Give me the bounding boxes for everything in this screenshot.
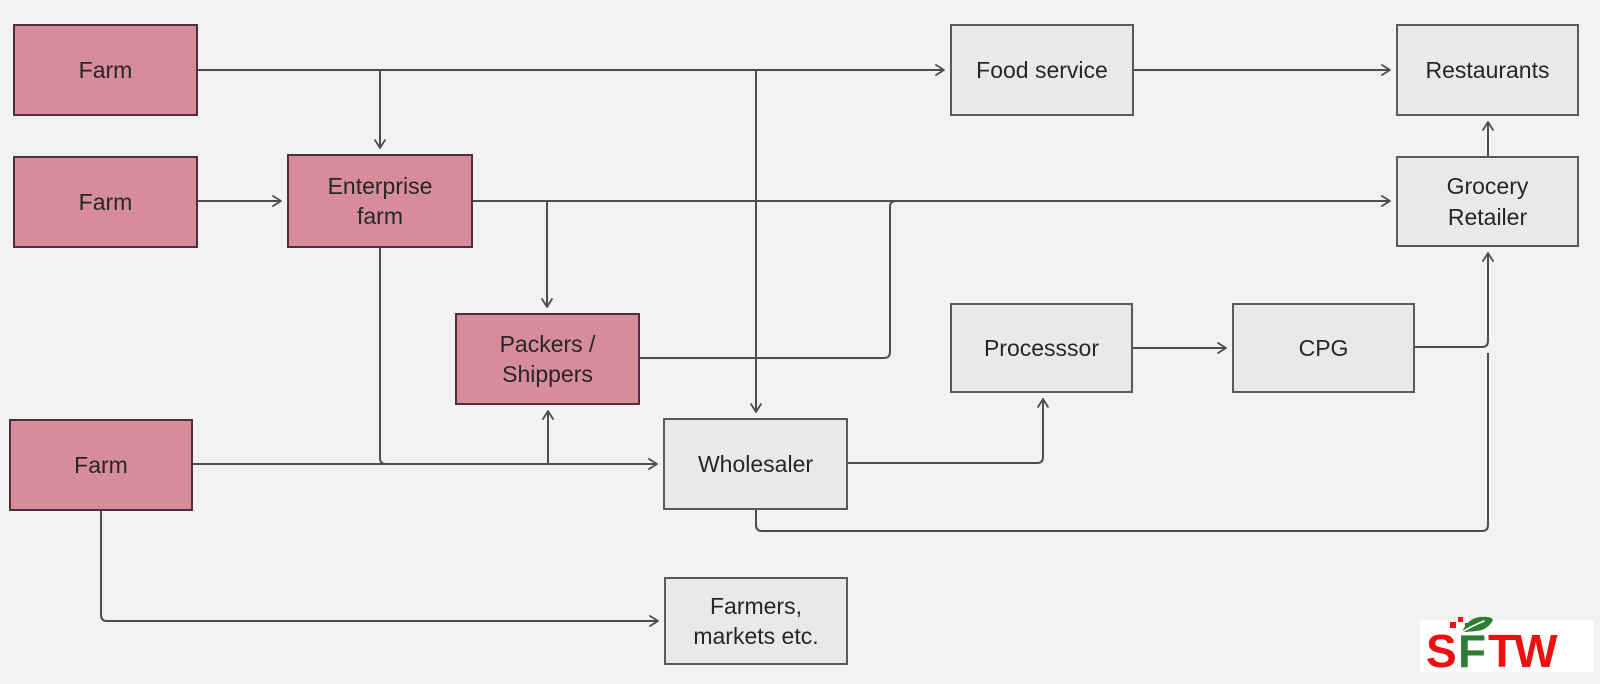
cpg-node: CPG xyxy=(1232,303,1415,393)
enterprise-farm-node: Enterprise farm xyxy=(287,154,473,248)
edge-packers-grocery-merge xyxy=(640,200,897,359)
farm-2-node: Farm xyxy=(13,156,198,248)
sparkle-icon xyxy=(1450,622,1456,628)
grocery-retailer-node: Grocery Retailer xyxy=(1396,156,1579,247)
logo-letters-tw: TW xyxy=(1488,625,1558,677)
sftw-logo: S F TW xyxy=(1420,616,1594,677)
leaf-icon xyxy=(1461,616,1493,633)
edge-wholesaler-processsor xyxy=(848,398,1049,464)
farm-3-node: Farm xyxy=(9,419,193,511)
farmers-markets-node: Farmers, markets etc. xyxy=(664,577,848,665)
farm-1-node: Farm xyxy=(13,24,198,116)
edge-wholesaler-grocery-merge xyxy=(755,353,1489,532)
food-service-node: Food service xyxy=(950,24,1134,116)
edges-group xyxy=(100,64,1494,627)
sparkle-icon xyxy=(1458,617,1463,622)
wholesaler-node: Wholesaler xyxy=(663,418,848,510)
logo-letter-s: S xyxy=(1426,625,1457,677)
edge-cpg-grocery xyxy=(1415,252,1494,348)
restaurants-node: Restaurants xyxy=(1396,24,1579,116)
edge-farm3-farmers-markets xyxy=(100,511,659,627)
processsor-node: Processsor xyxy=(950,303,1133,393)
packers-shippers-node: Packers / Shippers xyxy=(455,313,640,405)
logo-letter-f: F xyxy=(1458,625,1486,677)
edge-enterprise-wholesaler-merge xyxy=(379,248,387,465)
